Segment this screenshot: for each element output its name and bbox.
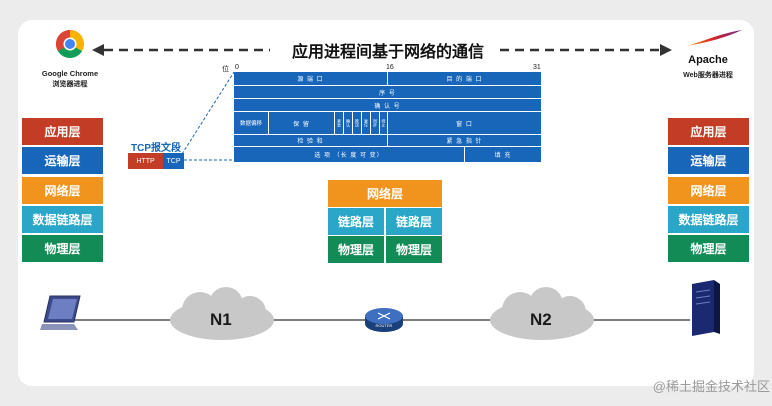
watermark: @稀土掘金技术社区 bbox=[652, 379, 770, 394]
tcp-reserved: 保 留 bbox=[269, 112, 335, 135]
right-physical-layer: 物理层 bbox=[668, 235, 749, 262]
tcp-checksum: 检 验 和 bbox=[234, 135, 388, 147]
tcp-padding: 填 充 bbox=[494, 153, 512, 159]
cloud-n1-label: N1 bbox=[210, 310, 232, 329]
tcp-sequence-number: 序 号 bbox=[234, 86, 541, 99]
tcp-ack-number: 确 认 号 bbox=[234, 99, 541, 112]
apache-name: Apache bbox=[688, 54, 728, 66]
communication-arrow bbox=[92, 44, 672, 56]
cloud-n1-icon bbox=[164, 286, 280, 346]
tcp-flag-urg: 紧急 bbox=[335, 112, 344, 135]
router-network-layer: 网络层 bbox=[328, 180, 442, 207]
tcp-flag-psh: 推送 bbox=[353, 112, 362, 135]
left-transport-layer: 运输层 bbox=[22, 147, 103, 174]
tcp-header: 源 端 口 目 的 端 口 序 号 确 认 号 数据偏移 保 留 紧急 确认 推… bbox=[234, 72, 541, 162]
tcp-expand-lines bbox=[181, 71, 235, 161]
tcp-flag-ack: 确认 bbox=[344, 112, 353, 135]
left-physical-layer: 物理层 bbox=[22, 235, 103, 262]
tcp-destination-port: 目 的 端 口 bbox=[388, 72, 541, 86]
router-icon bbox=[364, 306, 404, 334]
tcp-segment-label: TCP报文段 bbox=[131, 143, 181, 154]
tcp-options: 选 项 （长 度 可 变） bbox=[234, 147, 465, 162]
bit-16: 16 bbox=[386, 64, 394, 71]
tcp-window: 窗 口 bbox=[388, 112, 541, 135]
bit-0: 0 bbox=[235, 64, 239, 71]
server-icon bbox=[686, 280, 720, 338]
right-datalink-layer: 数据链路层 bbox=[668, 206, 749, 233]
chrome-icon bbox=[54, 28, 86, 60]
tcp-urgent-pointer: 紧 急 指 针 bbox=[388, 135, 541, 147]
bit-position-label: 位 bbox=[222, 66, 229, 73]
laptop-icon bbox=[40, 294, 86, 334]
http-block: HTTP bbox=[128, 153, 163, 169]
tcp-flag-fin: 终止 bbox=[380, 112, 388, 135]
right-transport-layer: 运输层 bbox=[668, 147, 749, 174]
router-label: ROUTER bbox=[375, 323, 393, 328]
right-network-layer: 网络层 bbox=[668, 177, 749, 204]
router-physical-layer-right: 物理层 bbox=[386, 236, 442, 263]
router-link-layer-right: 链路层 bbox=[386, 208, 442, 235]
diagram-title: 应用进程间基于网络的通信 bbox=[291, 44, 484, 61]
left-datalink-layer: 数据链路层 bbox=[22, 206, 103, 233]
tcp-source-port: 源 端 口 bbox=[234, 72, 388, 86]
left-application-layer: 应用层 bbox=[22, 118, 103, 145]
tcp-flag-syn: 同步 bbox=[371, 112, 380, 135]
cloud-n2-icon bbox=[484, 286, 600, 346]
left-network-layer: 网络层 bbox=[22, 177, 103, 204]
bit-31: 31 bbox=[533, 64, 541, 71]
router-physical-layer-left: 物理层 bbox=[328, 236, 384, 263]
chrome-caption: 浏览器进程 bbox=[52, 81, 88, 88]
tcp-block: TCP bbox=[163, 153, 184, 169]
router-link-layer-left: 链路层 bbox=[328, 208, 384, 235]
tcp-data-offset: 数据偏移 bbox=[234, 112, 269, 135]
chrome-name: Google Chrome bbox=[41, 69, 99, 78]
apache-feather-icon bbox=[684, 28, 744, 48]
apache-caption: Web服务器进程 bbox=[683, 72, 733, 79]
tcp-flag-rst: 复位 bbox=[362, 112, 371, 135]
right-application-layer: 应用层 bbox=[668, 118, 749, 145]
cloud-n2-label: N2 bbox=[530, 310, 552, 329]
